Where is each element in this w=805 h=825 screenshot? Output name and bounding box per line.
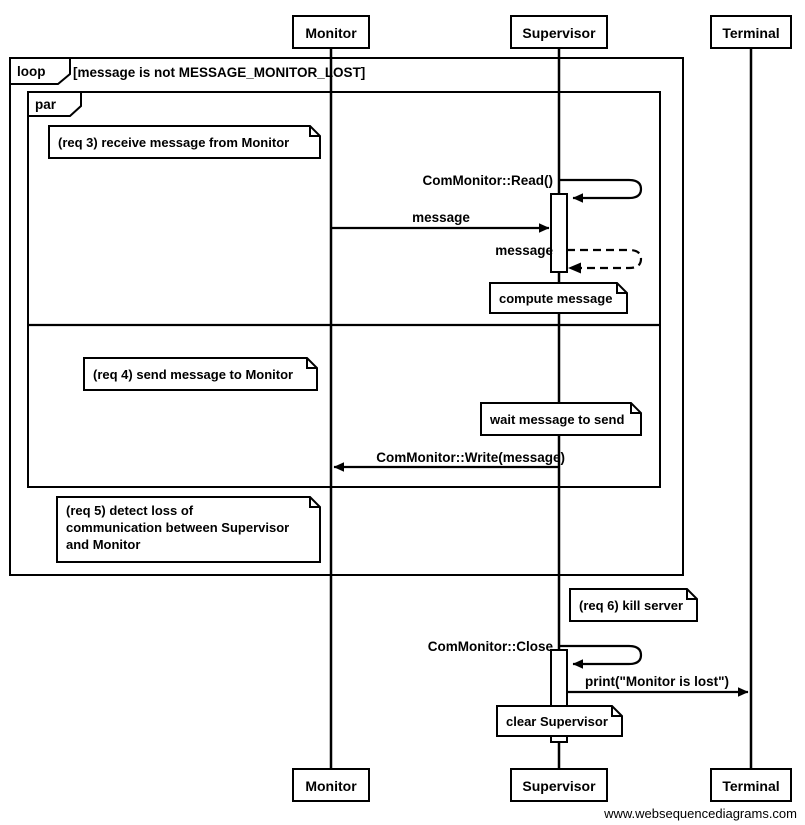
- fragment-par-tab: [27, 91, 82, 117]
- message-commonitor-close[interactable]: ComMonitor::Close: [428, 639, 643, 669]
- note-text-line-1: (req 5) detect loss of: [66, 503, 194, 518]
- note-compute-message: compute message: [489, 282, 628, 314]
- note-wait-message: wait message to send: [480, 402, 642, 436]
- participant-terminal-bottom[interactable]: Terminal: [710, 768, 792, 802]
- footer-watermark: www.websequencediagrams.com: [603, 806, 797, 821]
- fragment-loop-condition: [message is not MESSAGE_MONITOR_LOST]: [73, 65, 365, 80]
- message-label: ComMonitor::Close: [428, 639, 554, 654]
- participant-label: Monitor: [305, 778, 357, 794]
- participant-supervisor-top[interactable]: Supervisor: [510, 15, 608, 49]
- message-label: ComMonitor::Read(): [423, 173, 553, 188]
- participant-label: Terminal: [722, 25, 779, 41]
- note-text: wait message to send: [489, 412, 624, 427]
- fragment-par: par: [27, 91, 661, 488]
- note-text: compute message: [499, 291, 612, 306]
- message-label: ComMonitor::Write(message): [376, 450, 565, 465]
- activation-bar-supervisor-read: [550, 193, 568, 273]
- participant-supervisor-bottom[interactable]: Supervisor: [510, 768, 608, 802]
- fragment-loop-tab: [9, 57, 71, 85]
- arrowhead: [568, 262, 581, 274]
- note-text-line-2: communication between Supervisor: [66, 520, 289, 535]
- participant-label: Terminal: [722, 778, 779, 794]
- note-text: clear Supervisor: [506, 714, 608, 729]
- message-message-return[interactable]: message: [495, 243, 643, 274]
- message-commonitor-read[interactable]: ComMonitor::Read(): [423, 173, 643, 203]
- fragment-par-operator: par: [35, 97, 57, 112]
- note-text: (req 4) send message to Monitor: [93, 367, 293, 382]
- message-label: message: [412, 210, 470, 225]
- participant-monitor-top[interactable]: Monitor: [292, 15, 370, 49]
- participant-label: Supervisor: [522, 25, 596, 41]
- note-req3: (req 3) receive message from Monitor: [48, 125, 321, 159]
- participant-label: Supervisor: [522, 778, 596, 794]
- note-req5: (req 5) detect loss of communication bet…: [56, 496, 321, 563]
- note-req4: (req 4) send message to Monitor: [83, 357, 318, 391]
- participant-monitor-bottom[interactable]: Monitor: [292, 768, 370, 802]
- fragment-loop-operator: loop: [17, 64, 46, 79]
- message-label: message: [495, 243, 553, 258]
- message-commonitor-write[interactable]: ComMonitor::Write(message): [333, 450, 565, 472]
- note-req6: (req 6) kill server: [569, 588, 698, 622]
- fragment-loop: loop [message is not MESSAGE_MONITOR_LOS…: [9, 57, 684, 576]
- message-print-monitor-lost[interactable]: print("Monitor is lost"): [567, 674, 749, 697]
- message-label: print("Monitor is lost"): [585, 674, 729, 689]
- note-text: (req 6) kill server: [579, 598, 683, 613]
- participant-label: Monitor: [305, 25, 357, 41]
- message-message-in[interactable]: message: [331, 210, 550, 233]
- note-text: (req 3) receive message from Monitor: [58, 135, 289, 150]
- participant-terminal-top[interactable]: Terminal: [710, 15, 792, 49]
- note-clear-supervisor: clear Supervisor: [496, 705, 623, 737]
- note-text-line-3: and Monitor: [66, 537, 140, 552]
